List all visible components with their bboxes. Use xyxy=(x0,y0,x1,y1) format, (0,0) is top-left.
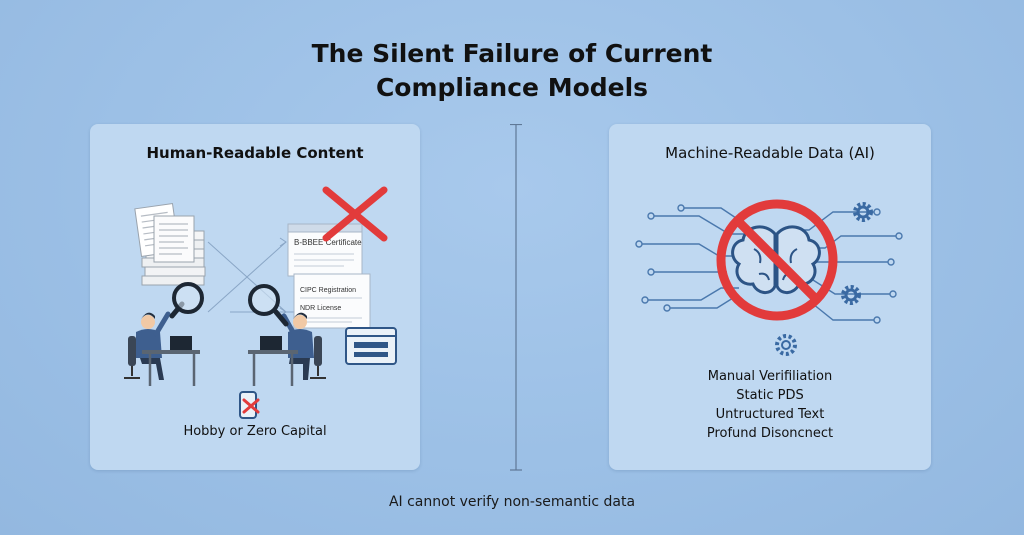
left-panel-caption: Hobby or Zero Capital xyxy=(183,424,327,439)
magnifier-icon xyxy=(248,284,289,327)
gear-icon xyxy=(775,334,797,356)
person-right xyxy=(248,312,326,386)
issue-item: Untructured Text xyxy=(715,407,825,422)
machine-readable-illustration xyxy=(635,199,903,356)
human-readable-illustration: B-BBEE Certificate CIPC Registration NDR… xyxy=(124,186,397,419)
issue-item: Static PDS xyxy=(736,388,804,403)
footer-statement: AI cannot verify non-semantic data xyxy=(388,494,636,510)
issues-list: Manual Verifiliation Static PDS Untructu… xyxy=(609,367,931,443)
gear-icon xyxy=(853,202,873,222)
doc-label-cipc: CIPC Registration xyxy=(300,287,356,294)
machine-readable-panel: Machine-Readable Data (AI) xyxy=(609,124,931,470)
human-readable-heading: Human-Readable Content xyxy=(146,144,364,162)
doc-label-bbbee: B-BBEE Certificate xyxy=(294,238,362,247)
doc-label-ndr: NDR License xyxy=(300,305,341,312)
person-left xyxy=(124,311,200,386)
magnifier-icon xyxy=(169,282,204,319)
browser-window-icon xyxy=(345,327,397,365)
gear-icon xyxy=(841,285,861,305)
circuit-nodes xyxy=(635,204,903,324)
certificate-documents xyxy=(287,223,371,329)
human-readable-panel: Human-Readable Content xyxy=(90,124,420,470)
issue-item: Profund Disoncnect xyxy=(706,426,834,441)
phone-crossed-icon xyxy=(239,391,260,419)
paper-stack-icon xyxy=(134,203,206,286)
issue-item: Manual Verifiliation xyxy=(707,369,833,384)
page-title-line-1: The Silent Failure of Current xyxy=(311,39,713,68)
red-x-icon xyxy=(322,186,388,242)
machine-readable-heading: Machine-Readable Data (AI) xyxy=(665,144,875,162)
page-title-line-2: Compliance Models xyxy=(375,73,649,102)
prohibited-sign-icon xyxy=(716,199,838,321)
center-divider xyxy=(510,124,522,471)
